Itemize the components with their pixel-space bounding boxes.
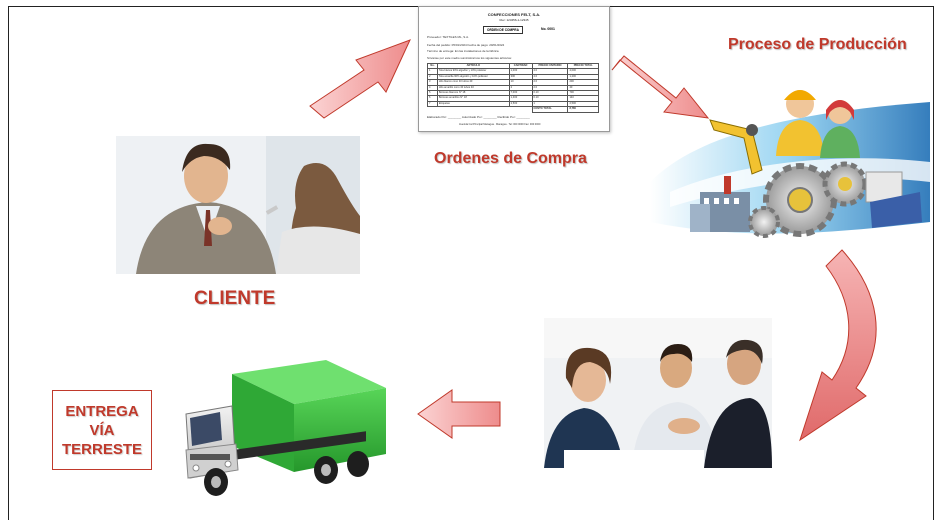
doc-total-row: COSTO TOTAL 8,780 [428, 106, 599, 113]
label-cliente: CLIENTE [194, 288, 276, 309]
doc-address: Avenida Cal Principal Managua · Managua … [459, 123, 541, 126]
doc-company: CONFECCIONES FELT, S.A. [487, 12, 541, 17]
arrow-orden-to-produccion [611, 55, 710, 119]
doc-fechas: Fecha del pedido: 05/01/2024 Fecha de pa… [427, 43, 505, 47]
doc-item-cell: Tela blanca 90% algodón y 10% poliéster [436, 68, 510, 75]
client-meeting-photo [116, 136, 360, 274]
doc-ruc: Ruc: 123456-1-12345 [499, 18, 529, 22]
doc-item-cell: Etiquetas [436, 100, 510, 108]
entrega-line-1: ENTREGA [65, 402, 139, 420]
doc-termino: Término de entrega: En las instalaciones… [427, 49, 499, 53]
doc-title: ORDEN DE COMPRA [483, 26, 523, 34]
handshake-meeting-photo [544, 318, 772, 468]
doc-number: No. 0001 [541, 27, 555, 31]
entrega-line-3: TERRESTE [61, 440, 142, 458]
factory-gears-workers-icon [650, 90, 930, 238]
doc-intro: Sírvanse por este medio suministrarnos l… [427, 56, 512, 60]
delivery-truck-icon [185, 360, 386, 496]
doc-proveedor: Proveedor: TEXTILES ML, S.A. [427, 35, 469, 39]
doc-footer: Elaborado Por: ________ Autorizado Por: … [427, 115, 530, 119]
label-ordenes: Ordenes de Compra [434, 150, 587, 167]
doc-header-cell: PRECIO UNITARIO [531, 62, 569, 70]
doc-item-cell: Hilo amarillo cono 40 tubos 40 [436, 84, 510, 92]
arrow-negocio-to-camion [417, 389, 501, 439]
arrow-cliente-to-orden [309, 39, 411, 119]
doc-total-value: 8,780 [567, 106, 599, 113]
doc-header-cell: PRECIO TOTAL [567, 62, 599, 70]
arrow-produccion-to-negocio [799, 249, 877, 442]
label-proceso: Proceso de Producción [728, 36, 907, 53]
doc-items-table: No. ARTÍCULO CANTIDAD PRECIO UNITARIO PR… [427, 62, 599, 113]
doc-item-cell: Tela amarilla 90% algodón y 10% poliéste… [436, 73, 510, 81]
entrega-line-2: VÍA [89, 421, 115, 439]
doc-total-label: COSTO TOTAL [531, 106, 569, 113]
entrega-label-box: ENTREGA VÍA TERRESTE [52, 390, 152, 470]
purchase-order-document: CONFECCIONES FELT, S.A. Ruc: 123456-1-12… [418, 6, 610, 132]
